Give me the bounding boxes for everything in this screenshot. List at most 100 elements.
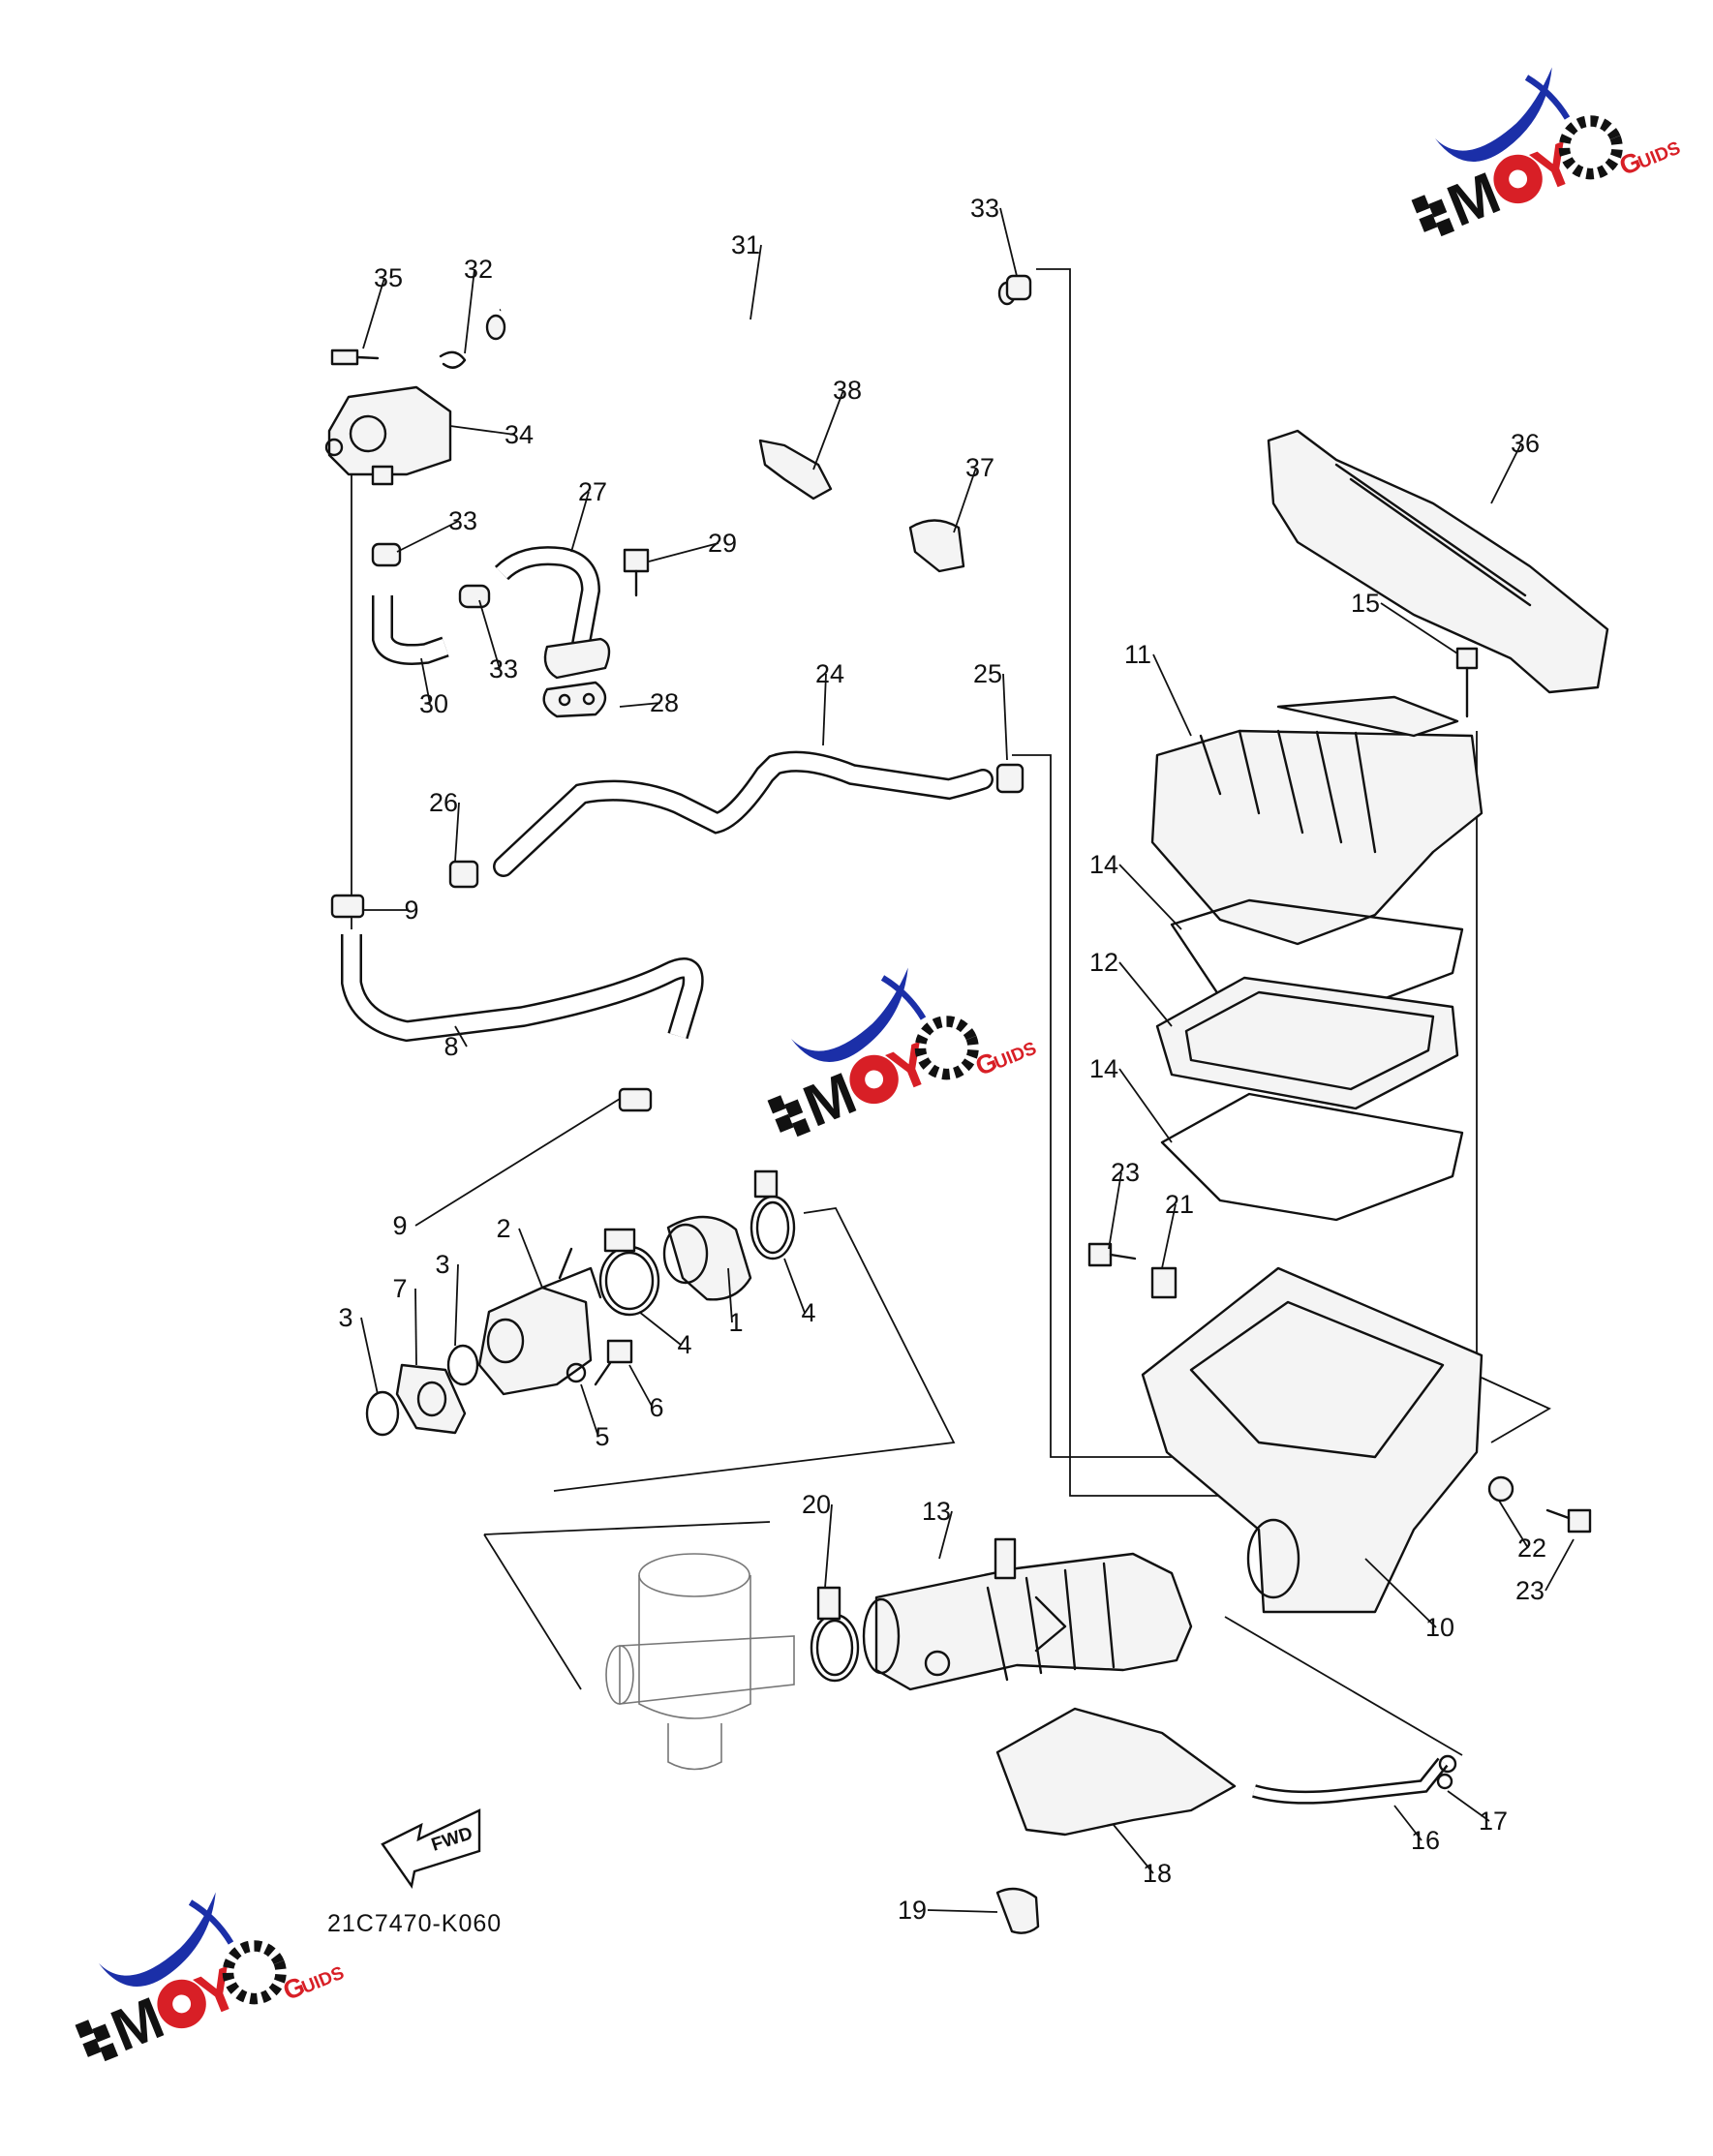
- reed-valve-34: [324, 385, 452, 486]
- o-ring-3-a: [365, 1390, 400, 1437]
- callout-12: 12: [1089, 948, 1118, 977]
- callout-29: 29: [708, 529, 737, 558]
- leader-line-4: [783, 1258, 806, 1314]
- joint-2: [477, 1247, 602, 1396]
- callout-34: 34: [505, 420, 534, 449]
- clip-32: [439, 350, 467, 369]
- callout-13: 13: [922, 1497, 951, 1526]
- clip-9-b: [618, 1087, 653, 1112]
- clip-9-a: [330, 894, 365, 919]
- clip-33-b: [458, 584, 491, 609]
- leader-line-33: [478, 599, 501, 670]
- leader-line-10: [1364, 1558, 1437, 1628]
- callout-18: 18: [1143, 1859, 1172, 1888]
- callout-23: 23: [1515, 1576, 1545, 1605]
- leader-line-3: [360, 1317, 379, 1395]
- leader-line-14: [1118, 1068, 1173, 1143]
- leader-line-17: [1447, 1790, 1490, 1822]
- leader-line-15: [1380, 602, 1458, 654]
- bolt-35: [330, 349, 380, 366]
- callout-3: 3: [435, 1250, 449, 1279]
- clip-33-c: [1005, 274, 1032, 301]
- leader-line-28: [619, 702, 661, 708]
- leader-line-12: [1118, 961, 1173, 1027]
- callout-9: 9: [404, 896, 418, 925]
- callout-2: 2: [496, 1214, 510, 1243]
- collar-22: [1487, 1475, 1514, 1503]
- bracket-37: [908, 519, 965, 573]
- diagram-code: 21C7470-K060: [327, 1910, 502, 1937]
- clip-26: [448, 860, 479, 889]
- callout-5: 5: [595, 1422, 609, 1451]
- leader-line-34: [449, 425, 516, 436]
- leader-line-9: [414, 1098, 621, 1227]
- leader-line-33: [999, 207, 1018, 277]
- callout-27: 27: [578, 477, 607, 506]
- leader-line-23: [1108, 1171, 1122, 1250]
- callout-38: 38: [833, 376, 862, 405]
- fwd-arrow: FWD: [381, 1808, 481, 1889]
- intake-joint-13: [862, 1537, 1193, 1691]
- callout-33: 33: [489, 654, 518, 683]
- callout-19: 19: [898, 1896, 927, 1925]
- clamp-4-a: [598, 1228, 660, 1317]
- callout-9: 9: [392, 1211, 407, 1240]
- washer-5: [566, 1362, 587, 1383]
- leader-line-21: [1161, 1203, 1177, 1269]
- leader-line-26: [454, 802, 460, 863]
- cover-18: [995, 1707, 1237, 1837]
- bracket-38: [758, 439, 833, 501]
- leader-line-7: [414, 1288, 417, 1366]
- callout-14: 14: [1089, 850, 1118, 879]
- leader-line-20: [824, 1503, 833, 1589]
- hose-24: [493, 750, 994, 877]
- leader-line-24: [822, 673, 827, 746]
- callout-35: 35: [374, 263, 403, 292]
- callout-21: 21: [1165, 1190, 1194, 1219]
- leader-line-14: [1118, 864, 1182, 930]
- callout-37: 37: [965, 453, 994, 482]
- leader-line-27: [570, 491, 590, 553]
- moto-guids-logo-bottom-left: [71, 1893, 347, 2083]
- leader-line-38: [812, 389, 844, 471]
- callout-28: 28: [650, 688, 679, 717]
- clip-17: [1436, 1754, 1457, 1790]
- gasket-14-b: [1160, 1092, 1464, 1222]
- leader-line-13: [938, 1510, 953, 1560]
- callout-23: 23: [1111, 1158, 1140, 1187]
- callout-31: 31: [731, 230, 760, 259]
- callout-30: 30: [419, 689, 448, 718]
- callout-36: 36: [1511, 429, 1540, 458]
- leader-line-33: [396, 520, 460, 553]
- hose-30: [372, 595, 449, 665]
- callout-15: 15: [1351, 589, 1380, 618]
- callout-10: 10: [1425, 1613, 1454, 1642]
- joint-1: [662, 1215, 752, 1301]
- leader-line-23: [1545, 1538, 1575, 1592]
- leader-line-32: [464, 268, 475, 354]
- leader-line-2: [518, 1228, 543, 1289]
- bolt-23-a: [1087, 1242, 1137, 1267]
- callout-24: 24: [815, 659, 844, 688]
- callout-6: 6: [649, 1393, 663, 1422]
- leader-line-30: [420, 657, 431, 705]
- duct-36: [1267, 429, 1609, 694]
- leader-line-18: [1113, 1824, 1154, 1874]
- callout-4: 4: [677, 1330, 691, 1359]
- callout-8: 8: [444, 1032, 458, 1061]
- leader-line-22: [1498, 1500, 1529, 1549]
- leader-line-4: [638, 1311, 682, 1346]
- callout-1: 1: [728, 1308, 743, 1337]
- air-box-cover-11: [1150, 695, 1484, 946]
- moto-guids-logo-top-right: [1407, 68, 1683, 258]
- leader-line-19: [927, 1909, 998, 1913]
- hose-31: [485, 281, 1017, 375]
- callout-26: 26: [429, 788, 458, 817]
- clip-25: [995, 763, 1025, 794]
- carburetor-ghost: [605, 1553, 795, 1771]
- leader-line-31: [749, 244, 762, 320]
- callout-14: 14: [1089, 1054, 1118, 1083]
- leader-line-5: [580, 1383, 599, 1438]
- callout-22: 22: [1517, 1533, 1546, 1563]
